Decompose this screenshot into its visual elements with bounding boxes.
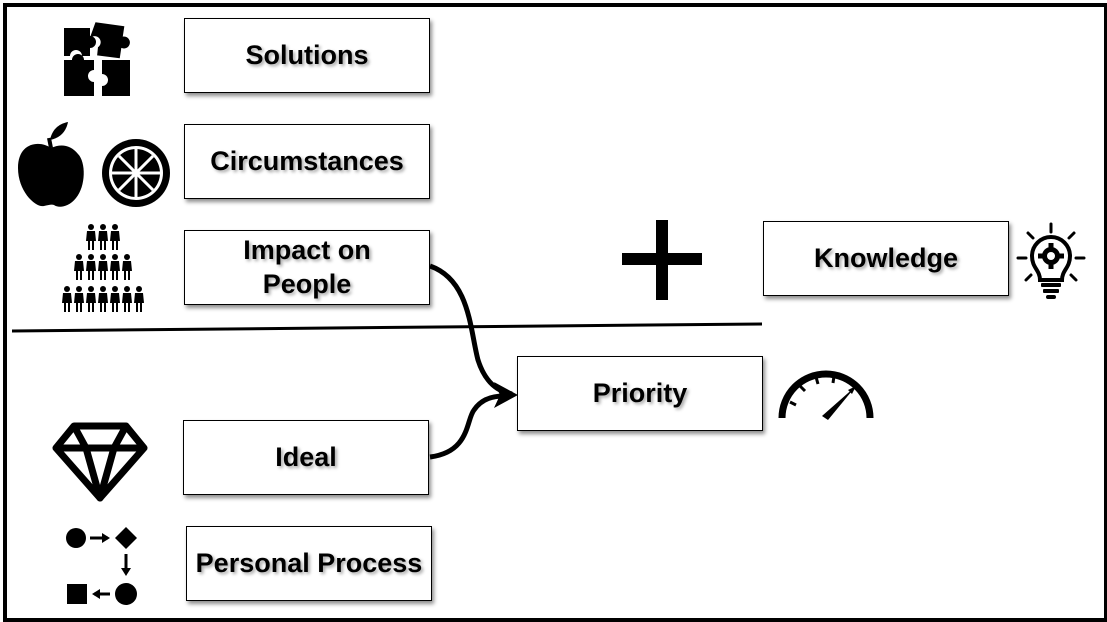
- solutions-label: Solutions: [245, 39, 369, 70]
- orange-slice-icon: [102, 139, 170, 207]
- connector-ideal-to-priority: [429, 393, 505, 460]
- lightbulb-gear-icon: [1016, 222, 1086, 299]
- circumstances-label: Circumstances: [210, 145, 404, 176]
- ideal-label: Ideal: [275, 441, 337, 472]
- diagram-frame: [3, 3, 1107, 622]
- impact-on-people-box: Impact on People: [184, 230, 430, 305]
- circumstances-box: Circumstances: [184, 124, 430, 199]
- speedometer-icon: [778, 370, 874, 420]
- impact-label-line1: Impact on: [243, 234, 371, 265]
- personal-process-box: Personal Process: [186, 526, 432, 601]
- knowledge-label: Knowledge: [813, 242, 958, 273]
- people-pyramid-icon: [62, 224, 144, 312]
- arrowhead-priority: [494, 382, 518, 408]
- apple-icon: [18, 122, 84, 207]
- diamond-icon: [52, 422, 148, 502]
- knowledge-box: Knowledge: [763, 221, 1009, 296]
- solutions-box: Solutions: [184, 18, 430, 93]
- priority-box: Priority: [517, 356, 763, 431]
- priority-label: Priority: [592, 377, 688, 408]
- ideal-box: Ideal: [183, 420, 429, 495]
- puzzle-icon: [64, 22, 130, 96]
- connector-impact-to-priority: [429, 263, 513, 397]
- impact-label-line2: People: [262, 268, 352, 299]
- divider-line: [11, 322, 763, 333]
- process-flow-icon: [66, 527, 137, 605]
- personal-process-label: Personal Process: [195, 547, 423, 578]
